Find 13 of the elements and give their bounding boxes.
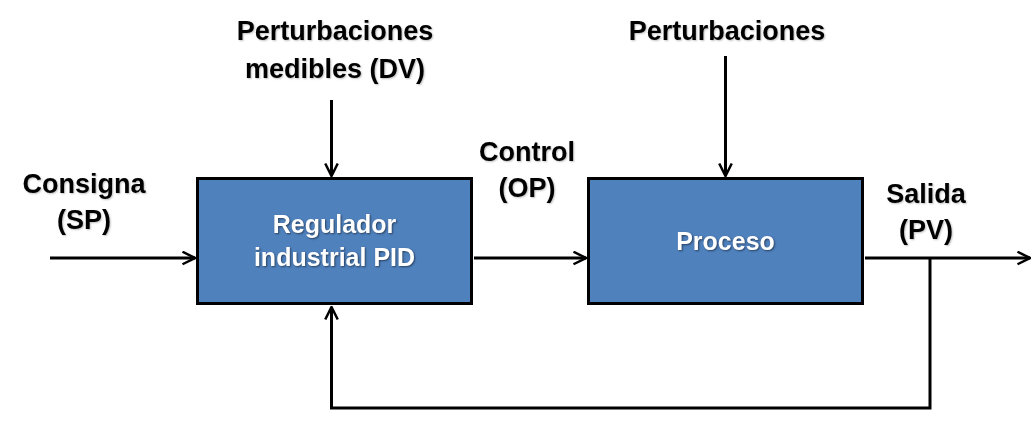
input-label: Perturbaciones (577, 12, 877, 52)
input-label: Perturbaciones medibles (DV) (185, 12, 485, 96)
arrow (324, 100, 339, 178)
edge-label: Salida (PV) (885, 178, 967, 247)
arrow (50, 250, 197, 266)
process-box: Regulador industrial PID (196, 177, 473, 305)
arrow (718, 56, 733, 178)
arrow (865, 250, 1032, 266)
edge-label: Consigna (SP) (21, 168, 147, 237)
arrow (474, 250, 588, 266)
arrow (324, 258, 932, 410)
edge-label: Control (OP) (478, 136, 576, 205)
process-box: Proceso (587, 177, 864, 305)
